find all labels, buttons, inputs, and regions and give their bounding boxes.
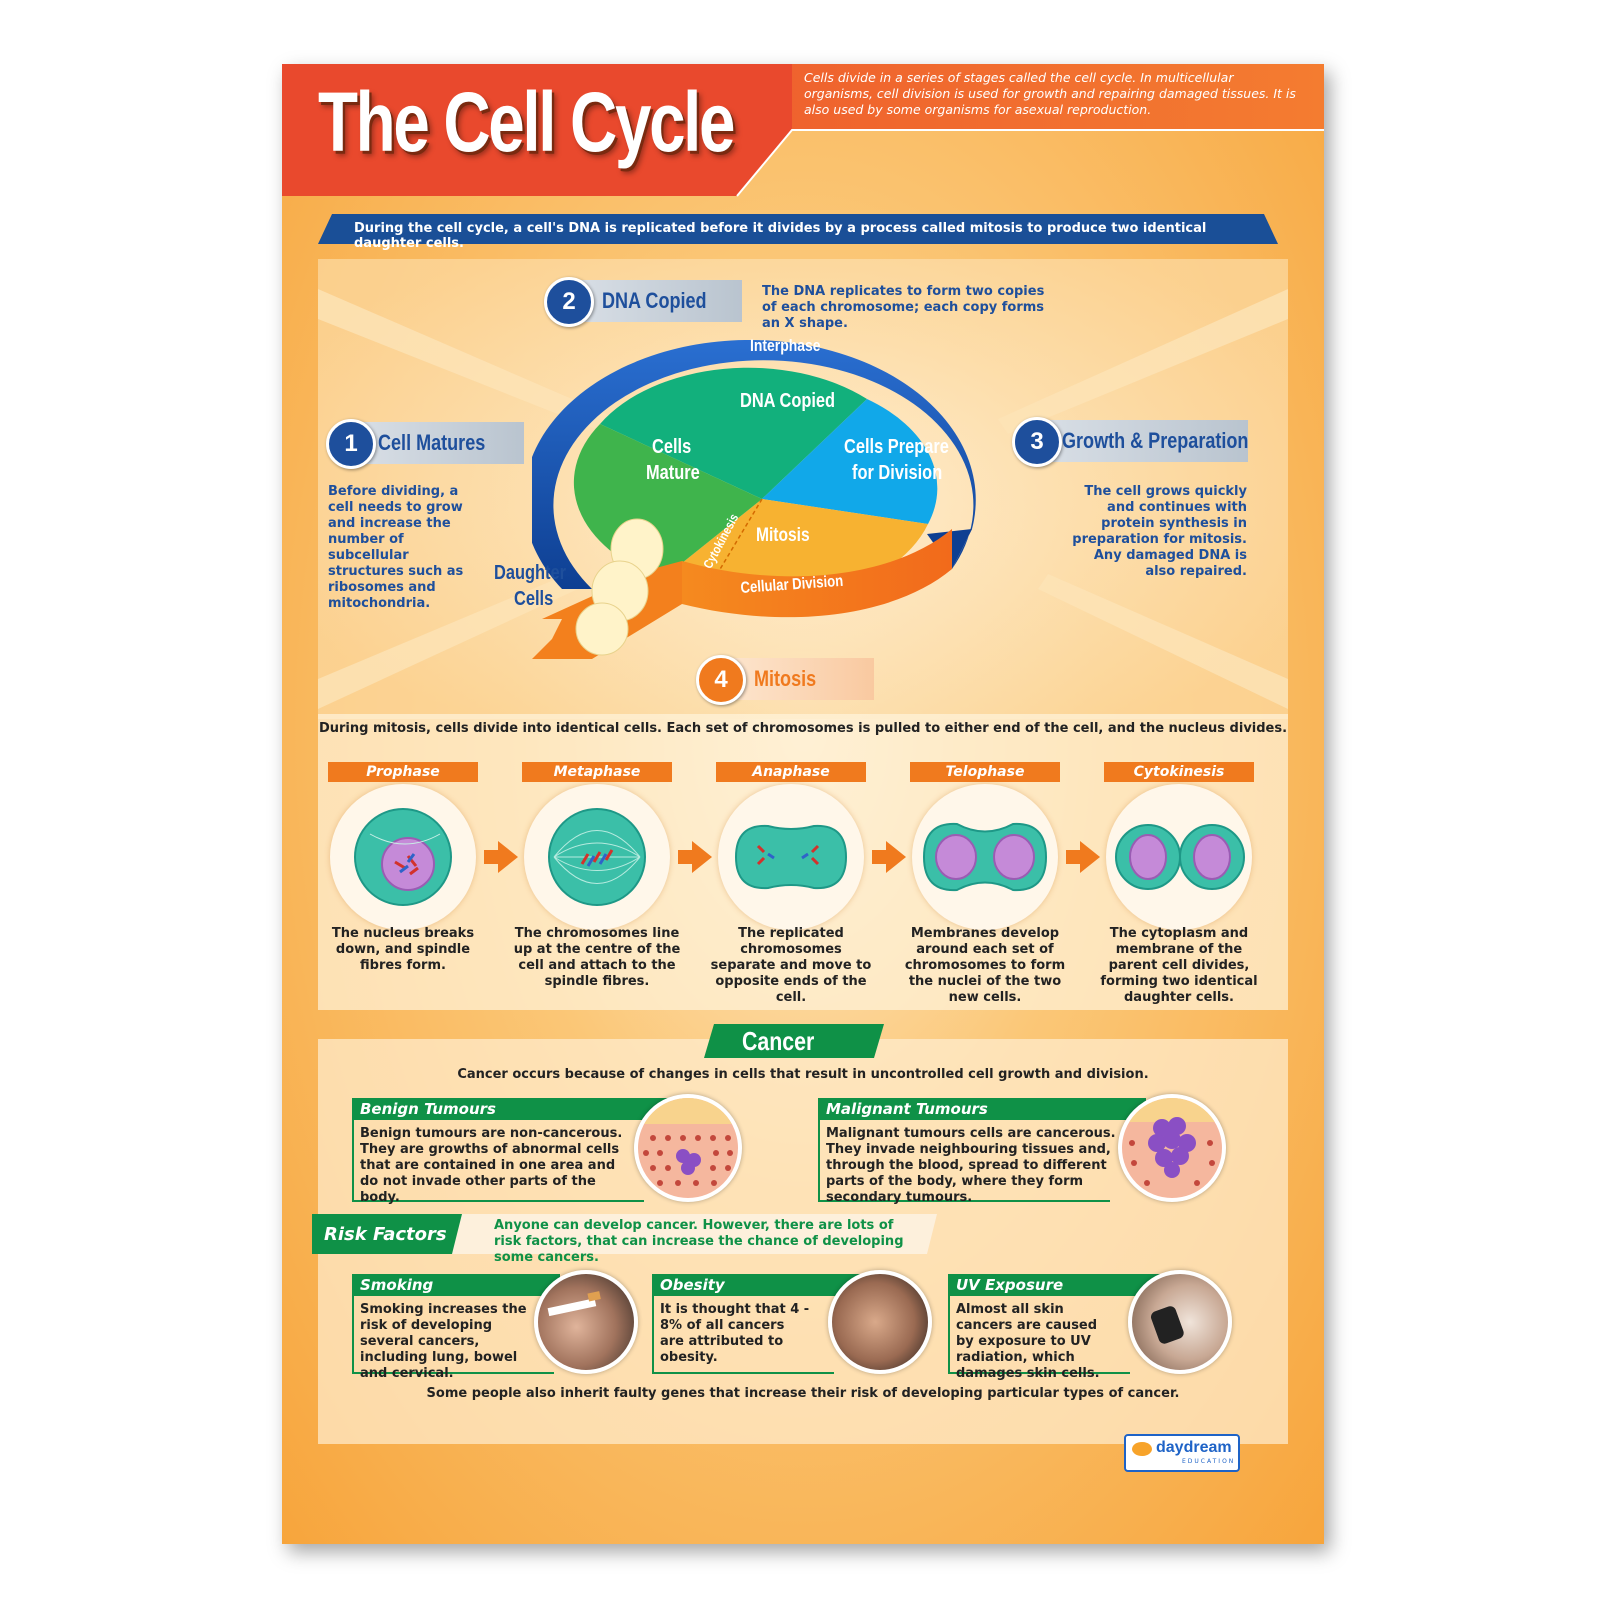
stage-tab-telophase: Telophase (910, 762, 1060, 782)
risk-factors-intro: Anyone can develop cancer. However, ther… (494, 1218, 904, 1265)
title-band (282, 64, 1324, 197)
obesity-image (828, 1270, 932, 1374)
uv-exposure-image (1128, 1270, 1232, 1374)
cellular-division-arrow (682, 529, 952, 618)
prepare-label-2: for Division (852, 462, 943, 484)
obesity-text: It is thought that 4 - 8% of all cancers… (660, 1302, 810, 1365)
stage-tab-metaphase: Metaphase (522, 762, 672, 782)
telophase-text: Membranes develop around each set of chr… (904, 926, 1066, 1005)
prepare-label-1: Cells Prepare (844, 436, 949, 458)
step-3-heading (1038, 420, 1248, 462)
smoking-box (352, 1296, 554, 1374)
risk-factors-title: Risk Factors (324, 1224, 447, 1245)
metaphase-text: The chromosomes line up at the centre of… (513, 926, 681, 989)
step-1-label: Cell Matures (378, 430, 486, 455)
cancer-title: Cancer (742, 1026, 815, 1056)
cell-cycle-diagram (532, 339, 976, 659)
prophase-cell-icon (354, 808, 452, 906)
malignant-box (818, 1120, 1110, 1202)
benign-box (352, 1120, 644, 1202)
daughter-cell-icon (575, 602, 629, 656)
cells-mature-label-1: Cells (652, 436, 692, 458)
malignant-tumour-image (1118, 1094, 1226, 1202)
step-2-number: 2 (544, 277, 594, 327)
cells-mature-label-2: Mature (646, 462, 700, 484)
logo-subtext: EDUCATION (1182, 1458, 1236, 1465)
logo-icon (1132, 1442, 1152, 1456)
stage-arrow (484, 850, 500, 864)
mitosis-diagram-label: Mitosis (756, 525, 810, 546)
stage-tab-cytokinesis: Cytokinesis (1104, 762, 1254, 782)
stage-arrow (678, 850, 694, 864)
cancer-intro: Cancer occurs because of changes in cell… (457, 1067, 1149, 1082)
obesity-box (652, 1296, 834, 1374)
interphase-label: Interphase (750, 336, 821, 355)
daydream-logo: daydream EDUCATION (1124, 1434, 1240, 1472)
banner-bar (318, 214, 1278, 244)
prepare-sector (762, 399, 938, 524)
stage-arrow (1066, 850, 1082, 864)
telophase-circle (912, 784, 1058, 930)
stage-arrow (872, 850, 888, 864)
smoking-image (534, 1270, 638, 1374)
step-1-heading (354, 422, 524, 464)
step-2-text: The DNA replicates to form two copies of… (762, 284, 1045, 331)
arrow-right-icon (498, 841, 518, 873)
banner-text: During the cell cycle, a cell's DNA is r… (354, 221, 1207, 251)
step-3-text: The cell grows quickly and continues wit… (1072, 484, 1247, 579)
uv-exposure-text: Almost all skin cancers are caused by ex… (956, 1302, 1100, 1381)
obesity-title: Obesity (652, 1274, 860, 1296)
poster-title: The Cell Cycle (318, 75, 735, 169)
dna-copied-sector (600, 367, 867, 499)
metaphase-cell-icon (548, 808, 646, 906)
mitosis-intro: During mitosis, cells divide into identi… (318, 721, 1288, 736)
benign-tumour-image (634, 1094, 742, 1202)
poster: The Cell Cycle Cells divide in a series … (282, 64, 1324, 1544)
cytokinesis-text: The cytoplasm and membrane of the parent… (1100, 926, 1258, 1005)
step-4-number: 4 (696, 655, 746, 705)
step-2-label: DNA Copied (602, 288, 707, 313)
dna-copied-diagram-label: DNA Copied (740, 390, 836, 412)
benign-title: Benign Tumours (352, 1098, 680, 1120)
uv-exposure-box (948, 1296, 1130, 1374)
smoking-title: Smoking (352, 1274, 560, 1296)
intro-text: Cells divide in a series of stages calle… (804, 70, 1296, 117)
step-1-text: Before dividing, a cell needs to grow an… (328, 484, 464, 611)
step-3-label: Growth & Preparation (1062, 428, 1249, 453)
stage-tab-anaphase: Anaphase (716, 762, 866, 782)
step-1-number: 1 (326, 419, 376, 469)
malignant-text: Malignant tumours cells are cancerous. T… (826, 1126, 1116, 1205)
logo-text: daydream (1156, 1439, 1232, 1456)
daughter-cells-label-2: Cells (514, 588, 554, 610)
step-4-heading (724, 658, 874, 700)
malignant-title: Malignant Tumours (818, 1098, 1146, 1120)
arrow-right-icon (1080, 841, 1100, 873)
step-3-number: 3 (1012, 417, 1062, 467)
inherit-note: Some people also inherit faulty genes th… (426, 1386, 1180, 1401)
step-2-heading (572, 280, 742, 322)
benign-text: Benign tumours are non-cancerous. They a… (360, 1126, 623, 1205)
prophase-circle (330, 784, 476, 930)
risk-factors-bar (312, 1214, 937, 1254)
anaphase-cell-icon (734, 824, 848, 890)
stage-tab-prophase: Prophase (328, 762, 478, 782)
step-4-label: Mitosis (754, 666, 817, 691)
anaphase-circle (718, 784, 864, 930)
uv-exposure-title: UV Exposure (948, 1274, 1166, 1296)
smoking-text: Smoking increases the risk of developing… (360, 1302, 527, 1381)
telophase-cell-icon (922, 822, 1048, 892)
arrow-right-icon (886, 841, 906, 873)
cancer-title-tab (704, 1024, 884, 1058)
cytokinesis-cell-icon (1115, 824, 1245, 890)
daughter-cells-label-1: Daughter (494, 562, 566, 584)
cytokinesis-circle (1106, 784, 1252, 930)
arrow-right-icon (692, 841, 712, 873)
anaphase-text: The replicated chromosomes separate and … (710, 926, 872, 1005)
prophase-text: The nucleus breaks down, and spindle fib… (331, 926, 475, 973)
metaphase-circle (524, 784, 670, 930)
